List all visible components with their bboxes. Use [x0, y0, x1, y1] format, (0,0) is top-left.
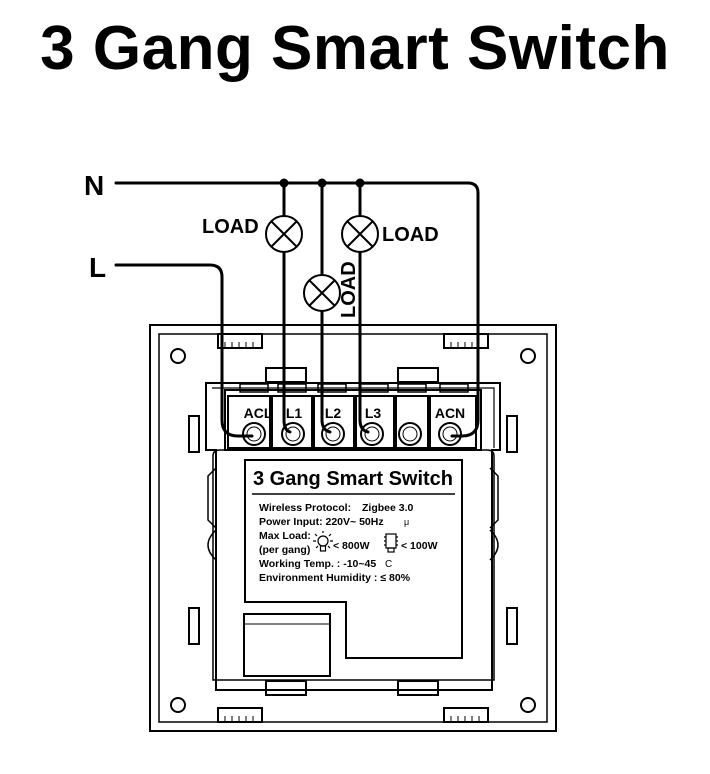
- terminal-label-l2: L2: [325, 405, 342, 421]
- terminal-screw-blank: [398, 422, 422, 446]
- live-wire: [114, 263, 254, 438]
- terminal-screw-acl: [242, 422, 266, 446]
- power-mark: μ: [404, 517, 409, 527]
- lamp-icon: [303, 274, 341, 312]
- page-title: 3 Gang Smart Switch: [40, 14, 670, 83]
- protocol-value: Zigbee 3.0: [362, 502, 414, 514]
- load-label: LOAD: [338, 261, 360, 318]
- load-3-wire: [358, 181, 370, 434]
- load-label: LOAD: [382, 224, 439, 246]
- lamp-icon: [265, 215, 303, 253]
- terminal-screw-l2: [321, 422, 345, 446]
- led-load-value: < 100W: [401, 540, 438, 552]
- terminal-screw-acn: [438, 422, 462, 446]
- spec-sticker: 3 Gang Smart Switch Wireless Protocol: Z…: [244, 459, 463, 659]
- terminal-label-acn: ACN: [435, 405, 465, 421]
- neutral-wire: [114, 181, 480, 438]
- temp-label: Working Temp. : -10~45: [259, 558, 376, 570]
- load-1-wire: [282, 181, 292, 434]
- lamp-load-value: < 800W: [333, 540, 370, 552]
- sticker-title: 3 Gang Smart Switch: [253, 468, 453, 490]
- lamp-icon: [341, 215, 379, 253]
- bulb-icon: [313, 531, 333, 552]
- terminal-label-l3: L3: [365, 405, 382, 421]
- switch-housing: [149, 324, 557, 732]
- temp-unit: C: [385, 559, 392, 570]
- terminal-screw-l3: [360, 422, 384, 446]
- terminal-label-l1: L1: [286, 405, 303, 421]
- led-icon: [384, 533, 398, 553]
- protocol-label: Wireless Protocol:: [259, 502, 351, 514]
- per-gang-label: (per gang): [259, 544, 310, 556]
- neutral-label: N: [84, 170, 104, 201]
- max-load-label: Max Load:: [259, 530, 311, 542]
- load-label: LOAD: [202, 216, 259, 238]
- humidity-label: Environment Humidity : ≤ 80%: [259, 572, 411, 584]
- junction-dots: [279, 178, 365, 188]
- load-2-wire: [320, 181, 332, 434]
- wiring: [114, 181, 480, 438]
- terminal-label-acl: ACL: [244, 405, 273, 421]
- terminal-block: ACL L1 L2 L3 ACN: [224, 383, 482, 451]
- power-label: Power Input: 220V~ 50Hz: [259, 516, 384, 528]
- live-label: L: [89, 252, 106, 283]
